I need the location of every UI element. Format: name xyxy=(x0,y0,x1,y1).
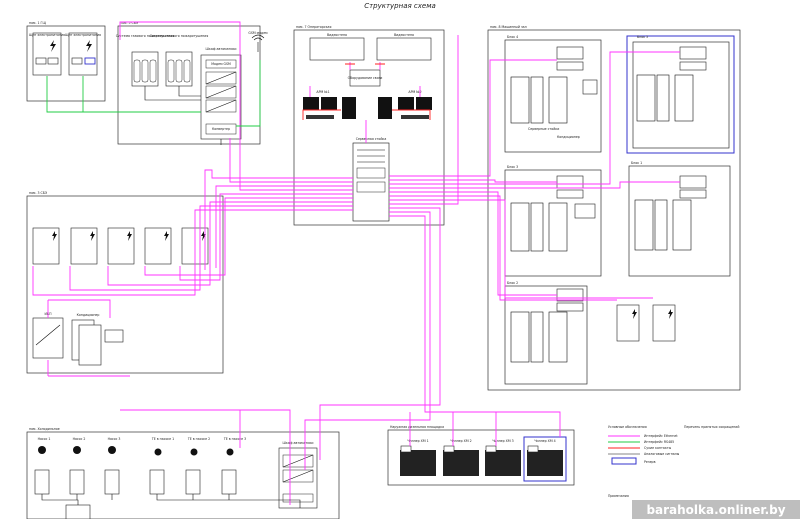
svg-text:Чиллер ХМ 1: Чиллер ХМ 1 xyxy=(407,439,428,443)
zone-bottom-left-label: пом. Холодильное xyxy=(29,427,60,431)
svg-text:Блок 5: Блок 5 xyxy=(637,35,648,39)
zone-machine xyxy=(487,29,741,391)
legend-rs485: Интерфейс RS485 xyxy=(644,440,674,444)
legend-ethernet: Интерфейс Ethernet xyxy=(644,434,678,438)
block-5: Блок 5 xyxy=(626,35,735,154)
watermark-text: baraholka.onliner.by xyxy=(646,503,785,517)
zone-top-left-label: пом. 1 ГЩ xyxy=(29,21,46,25)
legend-blue: Резерв xyxy=(644,460,656,464)
svg-text:Насос 2: Насос 2 xyxy=(73,437,86,441)
fire-system-group: Система газового пожаротушения Система г… xyxy=(116,34,209,87)
svg-text:Чиллер ХМ 3: Чиллер ХМ 3 xyxy=(492,439,513,443)
videowall-label-1: Видеостена xyxy=(327,33,347,37)
pumps-group: Насос 1 Насос 2 Насос 3 ТЕ в насосе 1 ТЕ… xyxy=(34,437,318,519)
fire-label-1: Система газового пожаротушения xyxy=(116,34,175,38)
shield-label-1: Щит электропитания xyxy=(29,33,65,37)
monitoring-group: Видеостена Видеостена Оборудование связи… xyxy=(303,33,432,222)
svg-text:Кондиционер: Кондиционер xyxy=(77,313,100,317)
legend-title: Условные обозначения xyxy=(608,425,647,429)
legend: Условные обозначения Интерфейс Ethernet … xyxy=(608,425,739,498)
svg-text:Насос 3: Насос 3 xyxy=(108,437,121,441)
svg-text:Чиллер ХМ 4: Чиллер ХМ 4 xyxy=(534,439,555,443)
page-title: Структурная схема xyxy=(364,2,436,10)
svg-text:Блок 3: Блок 3 xyxy=(507,165,518,169)
svg-text:Шкаф автоматики: Шкаф автоматики xyxy=(283,441,314,445)
gsm-label: GSM модем xyxy=(248,31,268,35)
zone-chillers xyxy=(387,429,575,486)
notes-title: Примечания xyxy=(608,494,629,498)
block-1: Блок 1 xyxy=(628,161,731,277)
sbe-shields: ИБП Кондиционер xyxy=(32,227,209,366)
zone-sbe-label: пом. 3 СБЭ xyxy=(29,191,48,195)
arm2-label: АРМ №2 xyxy=(408,90,421,94)
zone-machine-label: пом. 8 Машинный зал xyxy=(490,25,527,29)
zone-bottom-left xyxy=(26,431,340,519)
abbr-title: Перечень принятых сокращений xyxy=(684,425,739,429)
watermark: baraholka.onliner.by xyxy=(632,500,800,519)
block-4: Блок 4 Серверные стойки Кондиционер xyxy=(504,35,602,153)
machine-shields xyxy=(616,304,676,342)
converter-label: Конвертер xyxy=(212,127,230,131)
svg-text:Блок 2: Блок 2 xyxy=(507,281,518,285)
zone-ss-label: пом. 5 СБЭ xyxy=(120,21,139,25)
arm1-label: АРМ №1 xyxy=(316,90,329,94)
svg-text:Кондиционер: Кондиционер xyxy=(557,135,580,139)
fire-label-2: Система газового пожаротушения xyxy=(150,34,209,38)
videowall-label-2: Видеостена xyxy=(394,33,414,37)
equipment-label: Оборудование связи xyxy=(348,76,383,80)
modem-label: Модем GSM xyxy=(211,62,231,66)
svg-text:ТЕ в насосе 3: ТЕ в насосе 3 xyxy=(223,437,246,441)
shield-label-2: Щит электропитания xyxy=(65,33,101,37)
top-left-shields: Щит электропитания Щит электропитания xyxy=(29,32,101,76)
automation-cabinet: Шкаф автоматики Модем GSM Конвертер GSM … xyxy=(200,31,268,140)
svg-text:Серверные стойки: Серверные стойки xyxy=(528,127,559,131)
legend-dry: Сухие контакты xyxy=(644,446,672,450)
zone-monitoring xyxy=(293,29,445,226)
zone-monitoring-label: пом. 7 Операторская xyxy=(296,25,331,29)
svg-text:Насос 1: Насос 1 xyxy=(38,437,51,441)
svg-text:ТЕ в насосе 1: ТЕ в насосе 1 xyxy=(151,437,174,441)
chillers-group: Чиллер ХМ 1 Чиллер ХМ 2 Чиллер ХМ 3 Чилл… xyxy=(400,436,567,482)
core-rack-label: Серверная стойка xyxy=(356,137,387,141)
block-2: Блок 2 xyxy=(504,281,588,385)
svg-text:ТЕ в насосе 2: ТЕ в насосе 2 xyxy=(187,437,210,441)
legend-analog: Аналоговые сигналы xyxy=(644,452,680,456)
svg-text:Блок 1: Блок 1 xyxy=(631,161,642,165)
svg-text:Чиллер ХМ 2: Чиллер ХМ 2 xyxy=(450,439,471,443)
zone-chillers-label: Наружная дизельная площадка xyxy=(390,425,444,429)
automation-label: Шкаф автоматики xyxy=(206,47,237,51)
svg-text:Блок 4: Блок 4 xyxy=(507,35,518,39)
wiring xyxy=(32,21,680,508)
zone-sbe xyxy=(26,195,224,374)
zone-top-left xyxy=(26,25,106,102)
block-3: Блок 3 xyxy=(504,165,602,277)
